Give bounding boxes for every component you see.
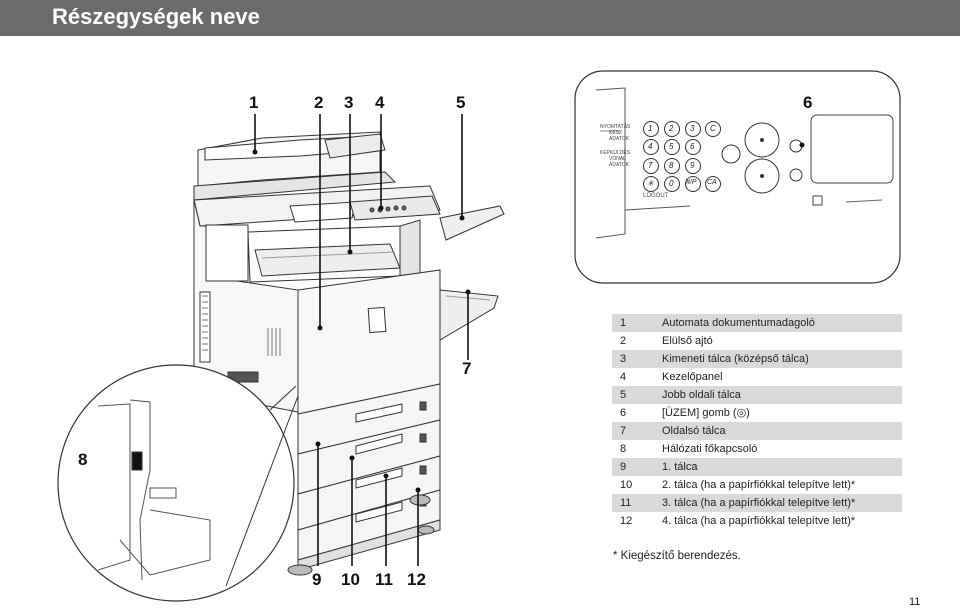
footnote: * Kiegészítő berendezés. bbox=[613, 550, 741, 562]
legend-text: Jobb oldali tálca bbox=[662, 386, 902, 404]
callout-number: 4 bbox=[375, 93, 385, 112]
copier-machine bbox=[193, 131, 505, 576]
key-label: CA bbox=[707, 179, 717, 186]
legend-number: 7 bbox=[612, 422, 662, 440]
callout-number: 3 bbox=[344, 93, 354, 112]
key-label: 0 bbox=[669, 179, 674, 188]
key-label: 3 bbox=[690, 124, 695, 133]
panel-keypad bbox=[643, 121, 721, 192]
indicator-label: ADATOK bbox=[609, 136, 630, 142]
callout-number: 5 bbox=[456, 93, 466, 112]
panel-indicators: NYOMTATÁS KÉSZ ADATOK KÉPKÜLDÉS VONAL AD… bbox=[600, 124, 630, 168]
legend-number: 4 bbox=[620, 371, 627, 383]
legend-row: 6 [ÜZEM] gomb (◎) bbox=[612, 404, 902, 422]
callout-number: 8 bbox=[78, 450, 88, 469]
key-label: 5 bbox=[669, 142, 674, 151]
logout-label: LOGOUT bbox=[643, 193, 669, 199]
page-number: 11 bbox=[909, 596, 921, 608]
legend-number: 8 bbox=[620, 443, 627, 455]
legend-text: 3. tálca (ha a papírfiókkal telepítve le… bbox=[662, 494, 902, 512]
legend-text: Kimeneti tálca (középső tálca) bbox=[662, 350, 902, 368]
legend-text: Automata dokumentumadagoló bbox=[662, 314, 902, 332]
key-label: 1 bbox=[648, 124, 653, 133]
indicator-label: NYOMTATÁS bbox=[600, 124, 631, 130]
legend-number: 6 bbox=[620, 407, 627, 419]
callout-number: 11 bbox=[375, 570, 393, 589]
legend-number: 9 bbox=[612, 458, 662, 476]
callout-number: 1 bbox=[249, 93, 259, 112]
legend-number: 10 bbox=[620, 479, 633, 491]
operation-panel-zoom bbox=[574, 70, 901, 284]
indicator-label: ADATOK bbox=[609, 162, 630, 168]
legend-row: 2 Elülső ajtó bbox=[612, 332, 902, 350]
key-label: 4 bbox=[648, 142, 653, 151]
callout-number: 7 bbox=[462, 359, 472, 378]
indicator-label: KÉSZ bbox=[609, 130, 623, 136]
legend-number: 2 bbox=[620, 335, 627, 347]
legend-row: 10 2. tálca (ha a papírfiókkal telepítve … bbox=[612, 476, 902, 494]
main-switch-zoom bbox=[57, 364, 299, 602]
callout-dots bbox=[252, 149, 471, 493]
legend-text: [ÜZEM] gomb (◎) bbox=[662, 407, 750, 419]
page-title: Részegységek neve bbox=[52, 4, 260, 29]
key-label: ✳ bbox=[647, 179, 654, 188]
legend-row: 4 Kezelőpanel bbox=[612, 368, 902, 386]
legend-number: 11 bbox=[612, 494, 662, 512]
legend-text: 2. tálca (ha a papírfiókkal telepítve le… bbox=[662, 479, 856, 491]
indicator-label: KÉPKÜLDÉS bbox=[600, 150, 631, 156]
callout-number: 9 bbox=[312, 570, 322, 589]
callout-number: 12 bbox=[407, 570, 426, 589]
callout-number: 10 bbox=[341, 570, 360, 589]
key-label: 8 bbox=[669, 161, 674, 170]
legend-number: 1 bbox=[612, 314, 662, 332]
legend-number: 3 bbox=[612, 350, 662, 368]
legend-number: 5 bbox=[612, 386, 662, 404]
legend-text: Oldalsó tálca bbox=[662, 422, 902, 440]
indicator-label: VONAL bbox=[609, 156, 626, 162]
key-label: C bbox=[710, 124, 716, 133]
legend-text: Elülső ajtó bbox=[662, 335, 713, 347]
legend-row: 8 Hálózati főkapcsoló bbox=[612, 440, 902, 458]
legend-text: Hálózati főkapcsoló bbox=[662, 443, 758, 455]
callout-number: 6 bbox=[803, 93, 813, 112]
key-label: 9 bbox=[690, 161, 695, 170]
page-header: Részegységek neve bbox=[0, 0, 960, 36]
key-label: 2 bbox=[669, 124, 674, 133]
legend-text: Kezelőpanel bbox=[662, 371, 723, 383]
callout-number: 2 bbox=[314, 93, 324, 112]
key-label: 7 bbox=[648, 161, 653, 170]
legend-row: 12 4. tálca (ha a papírfiókkal telepítve … bbox=[612, 512, 902, 530]
legend-number: 12 bbox=[620, 515, 633, 527]
key-label: #/P bbox=[686, 179, 697, 186]
legend-text: 4. tálca (ha a papírfiókkal telepítve le… bbox=[662, 515, 856, 527]
key-label: 6 bbox=[690, 142, 695, 151]
legend-text: 1. tálca bbox=[662, 458, 902, 476]
